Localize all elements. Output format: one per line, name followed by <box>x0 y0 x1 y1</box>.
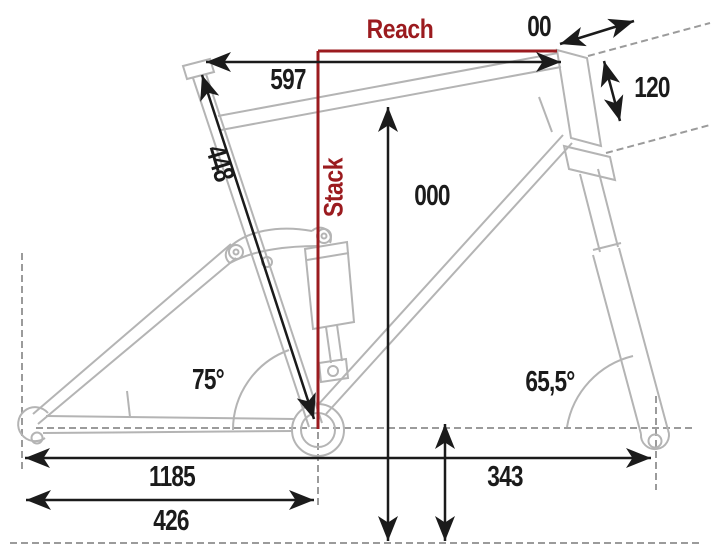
shock-body <box>303 240 356 331</box>
arrow-seat-tube <box>200 74 316 420</box>
chainstay-value: 426 <box>153 505 189 537</box>
fork-offset-value: 00 <box>527 11 551 43</box>
top-tube-value: 597 <box>270 64 306 96</box>
dimension-arrows <box>25 18 651 541</box>
front-dropout <box>639 429 670 451</box>
head-angle-arc <box>566 355 634 428</box>
stack-label: Stack <box>318 157 349 218</box>
fork-crown <box>562 144 617 182</box>
reach-stack-lines <box>316 49 557 429</box>
arrow-head-tube <box>600 60 624 122</box>
head-angle-value: 65,5° <box>525 366 575 398</box>
head-tube <box>555 48 603 148</box>
bb-height-value: 343 <box>487 461 523 493</box>
seat-angle-value: 75° <box>192 364 225 396</box>
reach-label: Reach <box>366 14 434 44</box>
rocker-pivot-left <box>228 244 244 260</box>
vertical-placeholder-value: 000 <box>414 180 450 212</box>
head-tube-length-value: 120 <box>634 72 670 104</box>
shock-clevis <box>317 357 350 384</box>
wheelbase-value: 1185 <box>149 461 196 493</box>
seatpost-cap <box>181 57 216 81</box>
construction-lines <box>10 22 711 544</box>
arrow-fork-offset <box>559 18 635 47</box>
rear-dropout <box>17 406 49 443</box>
